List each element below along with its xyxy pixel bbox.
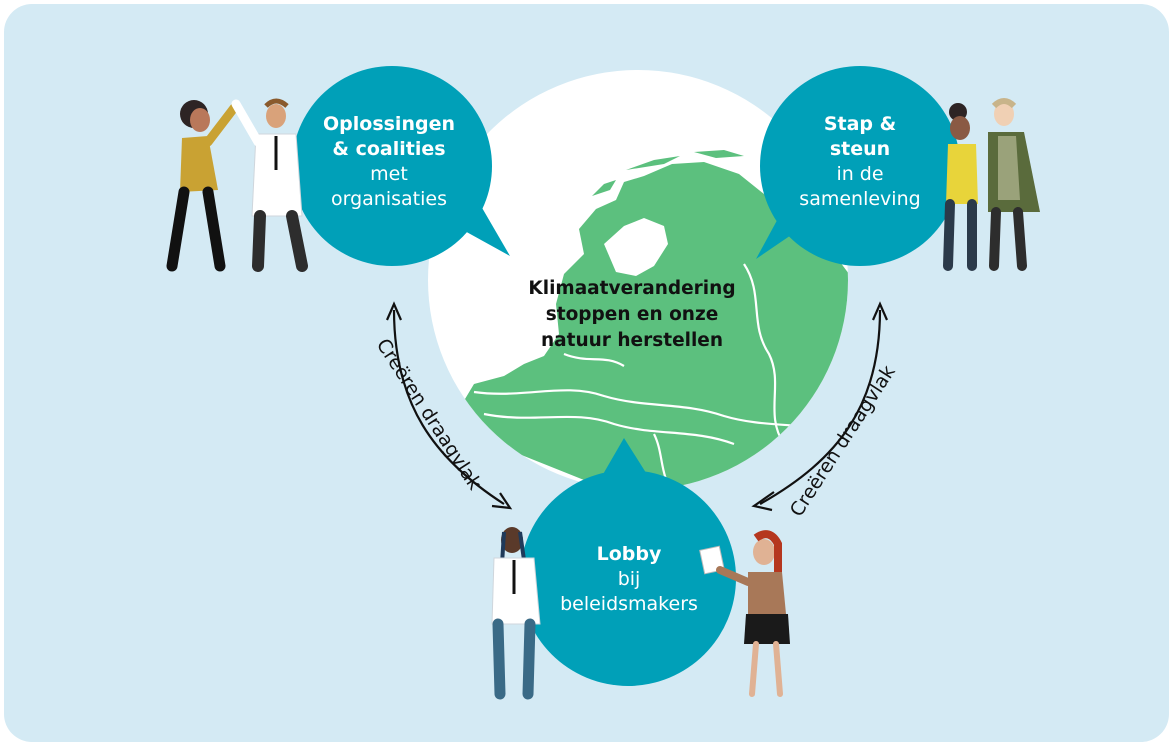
wadden-islands xyxy=(592,150,744,196)
node-left-title-line: & coalities xyxy=(332,138,446,160)
center-title-line: natuur herstellen xyxy=(540,330,724,351)
people-together-illustration xyxy=(943,98,1040,271)
node-right-circle[interactable] xyxy=(756,66,960,266)
ijsselmeer-water xyxy=(604,218,668,276)
center-title: Klimaatverandering stoppen en onze natuu… xyxy=(472,276,792,354)
diagram-panel: Creëren draagvlak Creëren draagvlak xyxy=(4,4,1169,742)
node-left-subtitle-line: organisaties xyxy=(331,188,447,210)
node-left-label: Oplossingen & coalities met organisaties xyxy=(294,112,484,212)
node-right-title-line: Stap & xyxy=(823,113,897,135)
node-bottom-subtitle-line: beleidsmakers xyxy=(560,593,698,615)
node-right-title-line: steun xyxy=(829,138,891,160)
center-title-line: stoppen en onze xyxy=(545,304,719,325)
node-bottom-circle[interactable] xyxy=(520,438,736,686)
right-link-arrow xyxy=(751,301,889,512)
people-high-five-illustration xyxy=(166,98,308,272)
rivers xyxy=(473,263,848,490)
node-right-label: Stap & steun in de samenleving xyxy=(770,112,950,212)
people-lobby-illustration xyxy=(491,527,790,700)
diagram-canvas: Creëren draagvlak Creëren draagvlak xyxy=(166,66,1040,700)
node-left-subtitle-line: met xyxy=(370,163,408,185)
center-title-line: Klimaatverandering xyxy=(528,278,736,299)
node-bottom-label: Lobby bij beleidsmakers xyxy=(534,542,724,617)
node-right-subtitle-line: in de xyxy=(836,163,884,185)
node-bottom-title-line: Lobby xyxy=(596,543,662,565)
node-left-circle[interactable] xyxy=(292,66,510,266)
node-bottom-subtitle-line: bij xyxy=(617,568,641,590)
node-left-title-line: Oplossingen xyxy=(323,113,455,135)
left-link-arrow xyxy=(385,301,513,510)
node-right-subtitle-line: samenleving xyxy=(799,188,921,210)
